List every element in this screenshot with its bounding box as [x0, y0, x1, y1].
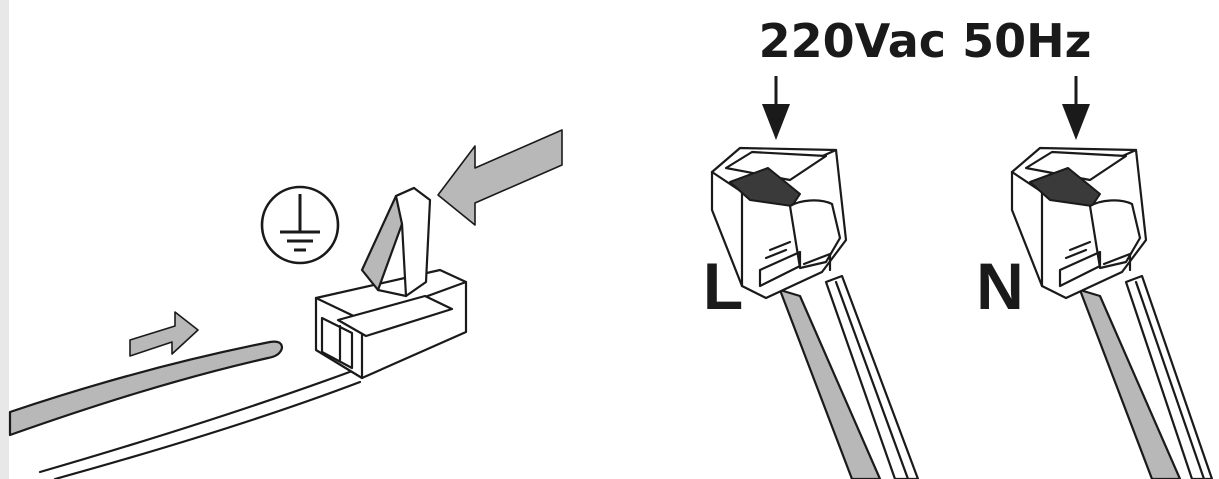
live-wire-grey [778, 288, 882, 479]
ground-wire-thin-a [38, 368, 357, 474]
live-label: L [703, 249, 743, 323]
ground-cable [8, 340, 284, 437]
protective-earth-icon [260, 185, 340, 265]
neutral-label: N [976, 249, 1024, 323]
live-connector-assembly [710, 76, 920, 479]
down-arrow [1062, 76, 1090, 140]
neutral-wire-grey [1078, 288, 1182, 479]
insert-direction-arrow [129, 311, 199, 357]
live-lever [729, 167, 801, 207]
ground-connector-slot [320, 316, 354, 370]
neutral-connector-assembly [1010, 76, 1214, 479]
ground-connector-assembly [8, 186, 468, 479]
ground-wire-thin-b [53, 380, 362, 479]
voltage-heading: 220Vac 50Hz [759, 14, 1092, 68]
left-edge-strip [0, 0, 9, 479]
down-arrow [762, 76, 790, 140]
neutral-lever [1029, 167, 1101, 207]
push-direction-arrow [437, 129, 563, 226]
